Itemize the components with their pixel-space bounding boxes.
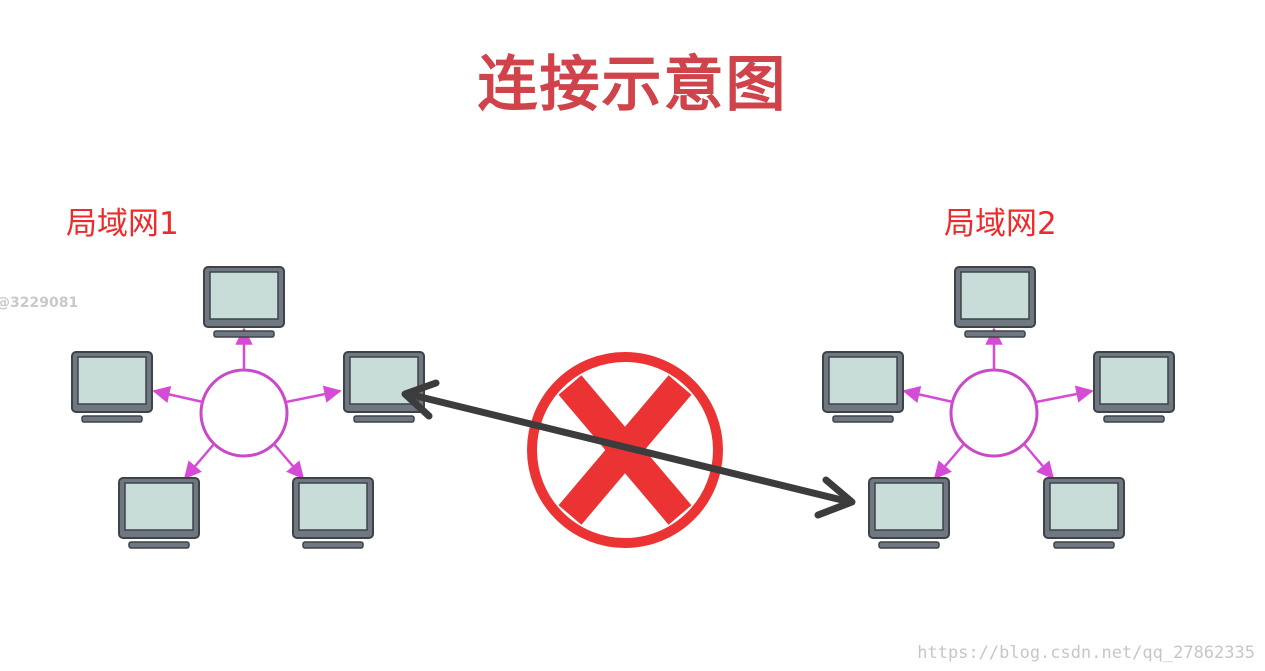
lan1-computer-left: [71, 351, 153, 423]
lan2-computer-top: [954, 266, 1036, 338]
lan1-computer-bottom-left: [118, 477, 200, 549]
lan2-hub-circle: [949, 368, 1039, 458]
lan2-link-left: [902, 385, 954, 404]
lan1-link-left: [152, 385, 204, 404]
lan2-label: 局域网2: [944, 206, 1057, 242]
side-watermark: @3229081: [0, 295, 79, 311]
lan1-computer-top: [203, 266, 285, 338]
lan1-link-right: [285, 385, 342, 404]
lan1-computer-right: [343, 351, 425, 423]
lan2-computer-bottom-right: [1043, 477, 1125, 549]
lan2-link-bottom-left: [933, 443, 965, 480]
lan2-computer-left: [822, 351, 904, 423]
lan2-link-right: [1035, 385, 1094, 404]
lan1-link-bottom-right: [273, 443, 305, 480]
lan2-link-bottom-right: [1023, 443, 1055, 480]
lan2-network: [822, 266, 1175, 549]
lan1-hub-circle: [199, 368, 289, 458]
page-title: 连接示意图: [477, 50, 788, 120]
lan1-link-bottom-left: [183, 443, 215, 480]
lan1-computer-bottom-right: [292, 477, 374, 549]
lan2-computer-bottom-left: [868, 477, 950, 549]
lan1-label: 局域网1: [66, 206, 179, 242]
url-watermark: https://blog.csdn.net/qq_27862335: [917, 643, 1255, 663]
lan2-computer-right: [1093, 351, 1175, 423]
double-arrow-icon: [401, 379, 856, 519]
lan1-network: [71, 266, 425, 549]
